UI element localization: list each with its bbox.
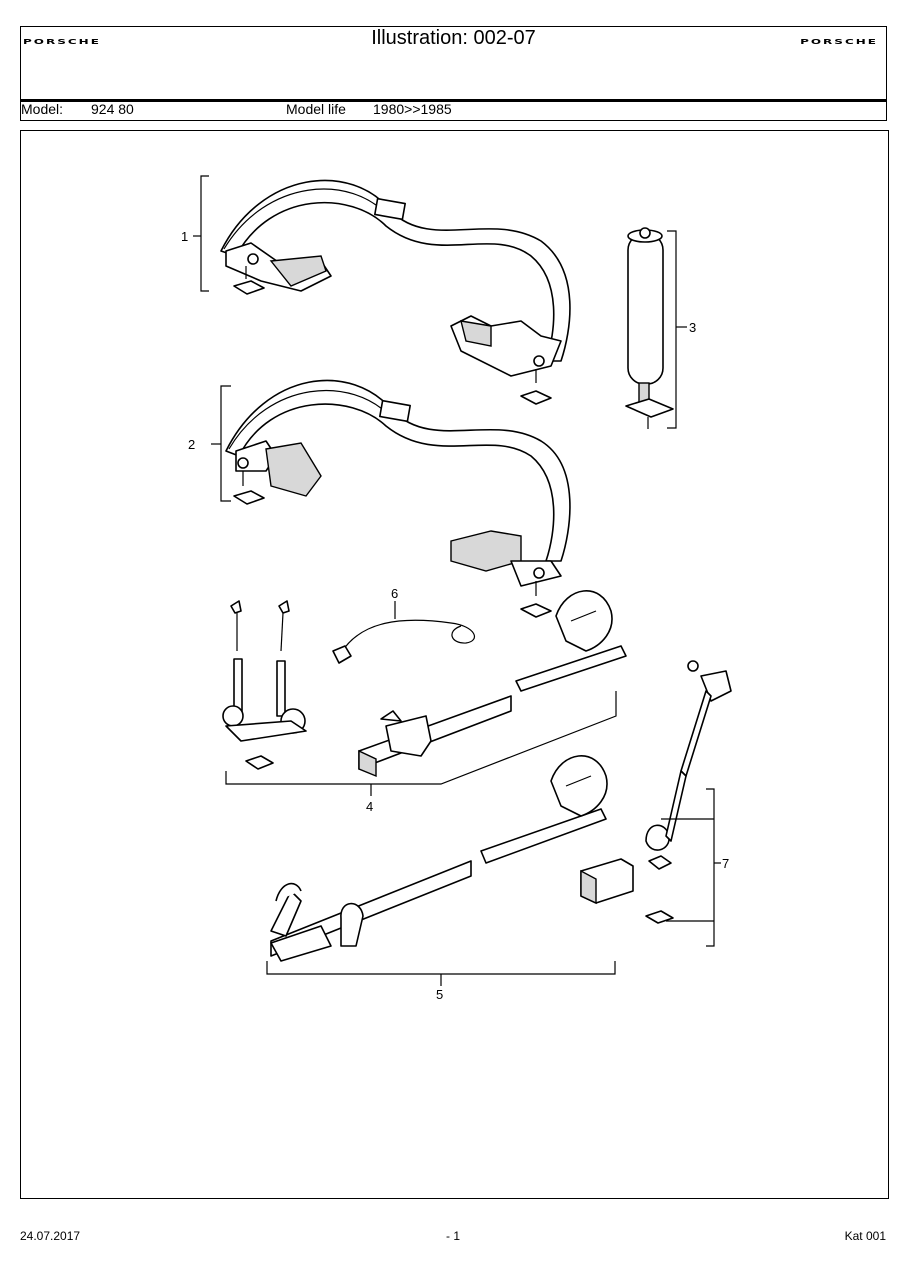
- model-row: Model: 924 80 Model life 1980>>1985: [21, 101, 886, 119]
- header-divider: [21, 99, 886, 102]
- part-3-support-post: 3: [625, 227, 696, 429]
- model-life-value: 1980>>1985: [373, 101, 452, 117]
- header-box: PORSCHE Illustration: 002-07 PORSCHE Mod…: [20, 26, 887, 121]
- parts-illustration: 1 3: [181, 175, 732, 1002]
- model-value: 924 80: [91, 101, 134, 117]
- footer-page: - 1: [446, 1229, 461, 1243]
- callout-4: 4: [366, 799, 373, 814]
- part-2-strap-holder: 2: [188, 379, 571, 618]
- part-1-strap-holder: 1: [181, 175, 571, 405]
- callout-1: 1: [181, 229, 188, 244]
- model-label: Model:: [21, 101, 64, 117]
- callout-2: 2: [188, 437, 195, 452]
- callout-7: 7: [722, 856, 729, 871]
- part-6-cable-lock: 6: [332, 586, 476, 664]
- footer-date: 24.07.2017: [20, 1229, 81, 1243]
- porsche-logo-right: PORSCHE: [800, 37, 878, 46]
- callout-5: 5: [436, 987, 443, 1002]
- part-5-carrier-bar: 5: [266, 755, 616, 1002]
- part-4-carrier-bar: 4: [222, 590, 627, 814]
- model-life-label: Model life: [286, 101, 346, 117]
- callout-3: 3: [689, 320, 696, 335]
- part-7-support-arm: 7: [580, 660, 732, 947]
- page-title: Illustration: 002-07: [371, 27, 536, 49]
- footer-catalog: Kat 001: [844, 1229, 886, 1243]
- porsche-logo-left: PORSCHE: [23, 37, 101, 46]
- callout-6: 6: [391, 586, 398, 601]
- illustration-frame: 1 3: [20, 130, 889, 1199]
